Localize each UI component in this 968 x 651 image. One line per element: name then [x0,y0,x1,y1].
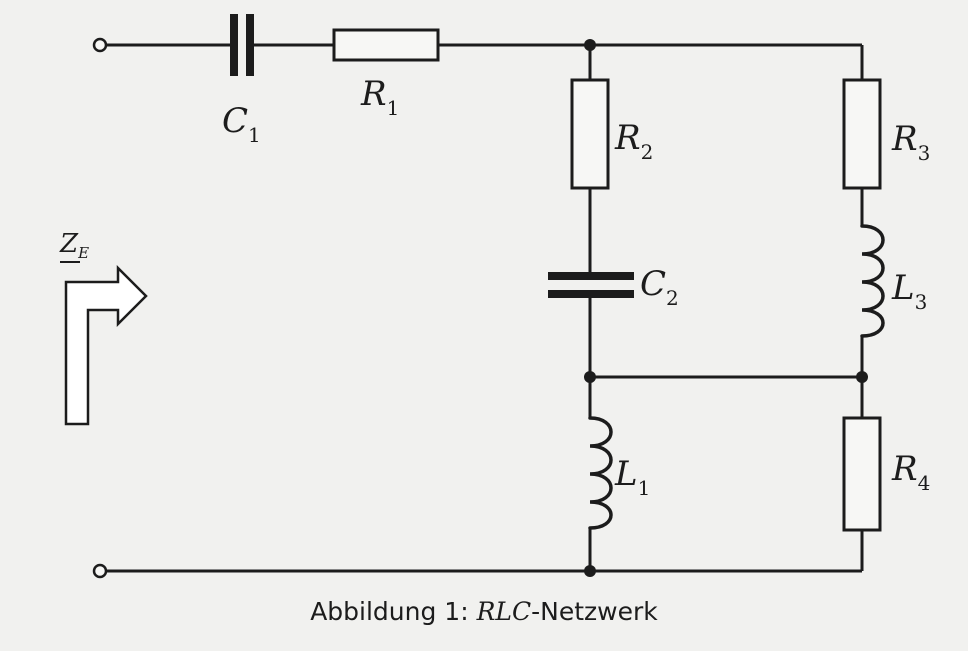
junction-node-top [584,39,596,51]
label-r1: R1 [360,74,399,120]
resistor-r1 [332,28,440,62]
inductor-l1 [588,416,613,530]
input-terminal-top [92,37,108,53]
wires [106,43,864,573]
impedance-arrow-icon [64,264,148,426]
label-r3: R3 [891,119,930,165]
impedance-label: ZE [59,229,89,263]
figure-caption: Abbildung 1: RLC-Netzwerk [310,597,658,626]
junction-node-bottom [584,565,596,577]
label-l3: L3 [891,268,927,314]
resistor-r3 [842,78,882,190]
label-c2: C2 [640,264,679,310]
input-terminal-bottom [92,563,108,579]
resistor-r2 [570,78,610,190]
svg-text:ZE: ZE [59,229,89,262]
inductor-l3 [860,224,885,338]
junction-node-mid-right [856,371,868,383]
label-r2: R2 [614,118,653,164]
label-l1: L1 [614,454,650,500]
resistor-r4 [842,416,882,532]
capacitor-c1 [230,14,254,76]
label-c1: C1 [222,101,261,147]
label-r4: R4 [891,449,930,495]
capacitor-c2 [548,272,634,298]
junction-node-mid-left [584,371,596,383]
